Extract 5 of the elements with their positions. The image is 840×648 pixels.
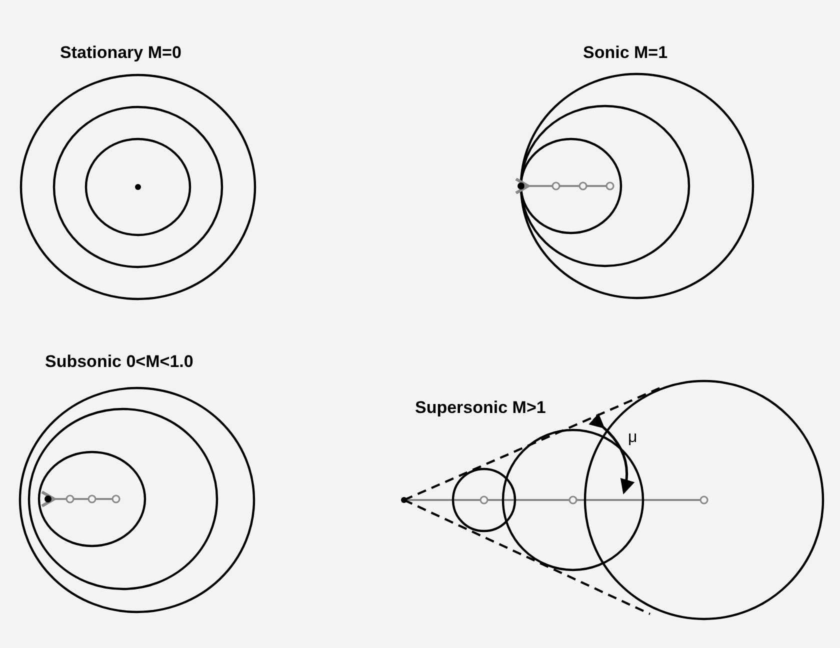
angle-label: μ xyxy=(628,429,638,447)
panel-title: Stationary M=0 xyxy=(60,43,182,63)
panel-title: Sonic M=1 xyxy=(583,43,668,63)
panel-title: Supersonic M>1 xyxy=(415,398,546,418)
panel-title: Subsonic 0<M<1.0 xyxy=(45,352,194,372)
